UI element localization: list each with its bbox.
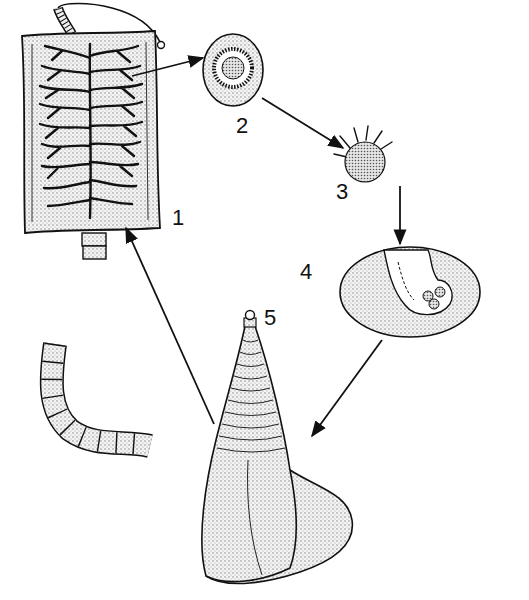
callout-number: 5 (264, 306, 276, 330)
cysticercus (340, 247, 480, 337)
callout-number: 4 (300, 260, 312, 284)
proglottid-chain (52, 344, 150, 446)
oncosphere (334, 126, 392, 182)
callout-number: 2 (236, 114, 248, 138)
evaginated-cysticercus (202, 311, 353, 584)
callout-number: 1 (172, 206, 184, 230)
cycle-arrows (126, 58, 400, 436)
egg (203, 34, 263, 106)
gravid-proglottid (22, 31, 160, 259)
callout-number: 3 (336, 180, 348, 204)
